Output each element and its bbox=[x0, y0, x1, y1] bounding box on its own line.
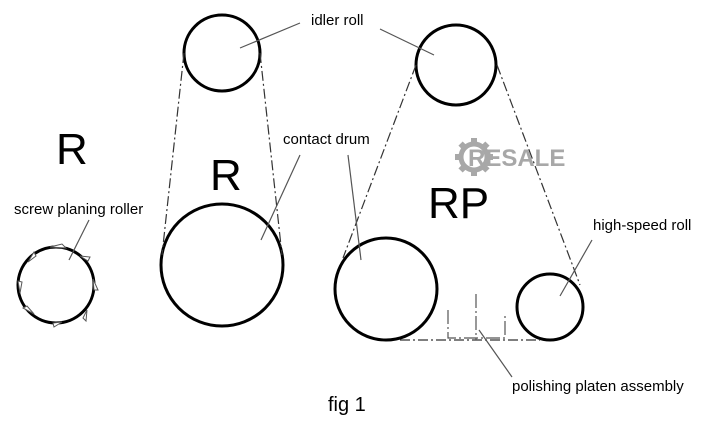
label-polishing-platen-assembly: polishing platen assembly bbox=[512, 378, 684, 395]
planing-blades bbox=[17, 243, 99, 328]
label-contact-drum: contact drum bbox=[283, 131, 370, 148]
label-idler-roll: idler roll bbox=[311, 12, 364, 29]
leader-contact-drum-middle bbox=[260, 154, 301, 241]
idler-roll-middle bbox=[182, 13, 262, 93]
section-label-middle: R bbox=[210, 151, 242, 200]
leader-contact-drum-right bbox=[347, 154, 362, 261]
screw-planing-roller bbox=[16, 243, 99, 328]
high-speed-roll bbox=[515, 272, 585, 342]
figure-caption: fig 1 bbox=[328, 394, 366, 416]
gear-icon bbox=[455, 138, 493, 176]
belt-right-left bbox=[342, 64, 417, 259]
section-label-left: R bbox=[56, 125, 88, 174]
leader-high-speed-roll bbox=[559, 239, 593, 297]
section-label-right: RP bbox=[428, 179, 489, 228]
leader-polishing-platen bbox=[478, 329, 513, 378]
belt-right-right bbox=[496, 64, 581, 286]
idler-roll-right bbox=[414, 23, 498, 107]
belt-middle-right bbox=[259, 52, 283, 256]
belt-middle-left bbox=[161, 52, 185, 256]
leader-idler-roll-right bbox=[379, 28, 435, 56]
label-screw-planing-roller: screw planing roller bbox=[14, 201, 143, 218]
contact-drum-middle bbox=[159, 202, 285, 328]
svg-text:RESALE: RESALE bbox=[468, 145, 565, 172]
polishing-platen-assembly bbox=[447, 294, 506, 340]
leader-screw-planing-roller bbox=[68, 219, 90, 261]
contact-drum-right bbox=[333, 236, 439, 342]
label-high-speed-roll: high-speed roll bbox=[593, 217, 691, 234]
leader-idler-roll-middle bbox=[239, 22, 301, 49]
resale-watermark: RESALE bbox=[455, 138, 565, 176]
